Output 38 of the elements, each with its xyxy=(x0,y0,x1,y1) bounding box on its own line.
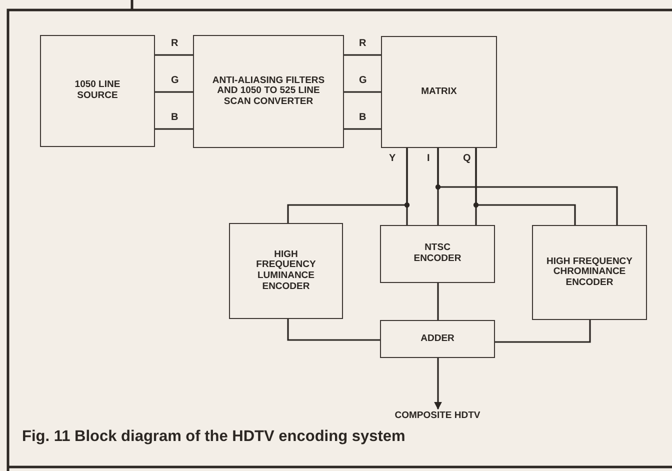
block-label: ADDER xyxy=(420,334,456,344)
luminance-encoder-block xyxy=(229,223,343,319)
source-block xyxy=(40,35,155,147)
edge-label: G xyxy=(170,76,180,86)
connector-line xyxy=(495,320,591,343)
arrow xyxy=(434,358,442,410)
connector-line xyxy=(437,148,618,225)
edge-label: B xyxy=(170,113,180,123)
filter-converter-block xyxy=(193,35,344,148)
output-label: COMPOSITE HDTV xyxy=(394,410,482,422)
connector-line xyxy=(155,54,193,56)
connector-line xyxy=(287,319,380,341)
edge-label: R xyxy=(358,39,368,49)
edge-label: B xyxy=(358,113,368,123)
connector-line xyxy=(287,148,408,223)
connector-line xyxy=(155,91,193,93)
connector-line xyxy=(437,283,439,320)
edge-label: R xyxy=(170,39,180,49)
block-label: HIGH FREQUENCY CHROMINANCE ENCODER xyxy=(545,256,634,288)
signal-label: Y xyxy=(388,154,397,164)
connector-line xyxy=(344,128,381,130)
signal-label: Q xyxy=(462,154,472,164)
chrominance-encoder-block xyxy=(532,225,647,320)
connector-line xyxy=(344,54,381,56)
matrix-block xyxy=(381,36,497,148)
block-label: NTSC ENCODER xyxy=(412,243,462,265)
adder-block xyxy=(380,320,495,358)
connector-line xyxy=(344,91,381,93)
figure-caption: Fig. 11 Block diagram of the HDTV encoding system xyxy=(22,428,406,446)
block-label: ANTI-ALIASING FILTERS AND 1050 TO 525 LINE SCAN CONVERTER xyxy=(211,76,326,108)
ntsc-encoder-block xyxy=(380,225,495,283)
edge-label: G xyxy=(358,76,368,86)
block-label: 1050 LINE SOURCE xyxy=(74,80,122,102)
block-label: HIGH FREQUENCY LUMINANCE ENCODER xyxy=(255,250,317,292)
connector-line xyxy=(155,128,193,130)
connector-line xyxy=(475,148,576,225)
block-label: MATRIX xyxy=(420,86,458,98)
signal-label: I xyxy=(426,154,431,164)
